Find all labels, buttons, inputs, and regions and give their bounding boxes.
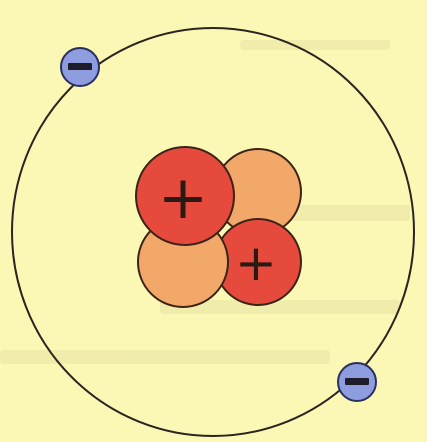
- electron: [338, 363, 376, 401]
- proton: +: [136, 147, 234, 245]
- nucleus: + +: [136, 147, 301, 307]
- electron: [61, 48, 99, 86]
- proton-charge-label: +: [235, 234, 277, 292]
- electron-charge-mark: [345, 378, 369, 385]
- proton-charge-label: +: [158, 163, 208, 233]
- electron-charge-mark: [68, 63, 92, 70]
